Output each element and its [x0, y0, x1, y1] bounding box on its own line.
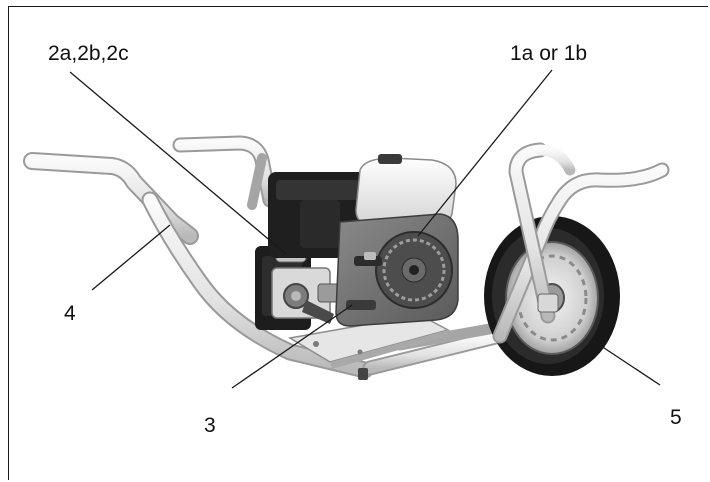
diagram-border	[8, 6, 708, 480]
callout-frame: 4	[64, 302, 76, 325]
leader-line-base	[231, 304, 353, 389]
base-plate	[287, 314, 451, 380]
gas-engine	[268, 154, 459, 327]
callout-base-plate: 3	[204, 414, 216, 437]
callout-engine: 1a or 1b	[510, 42, 587, 65]
callout-pump: 2a,2b,2c	[48, 42, 129, 65]
cart-frame	[23, 135, 508, 379]
leader-line-wheel	[591, 339, 661, 386]
leader-line-pump	[69, 71, 287, 255]
front-wheel-frame	[492, 142, 670, 344]
leader-line-frame	[91, 224, 171, 291]
callout-wheel: 5	[670, 406, 682, 429]
leader-line-engine	[417, 69, 553, 237]
